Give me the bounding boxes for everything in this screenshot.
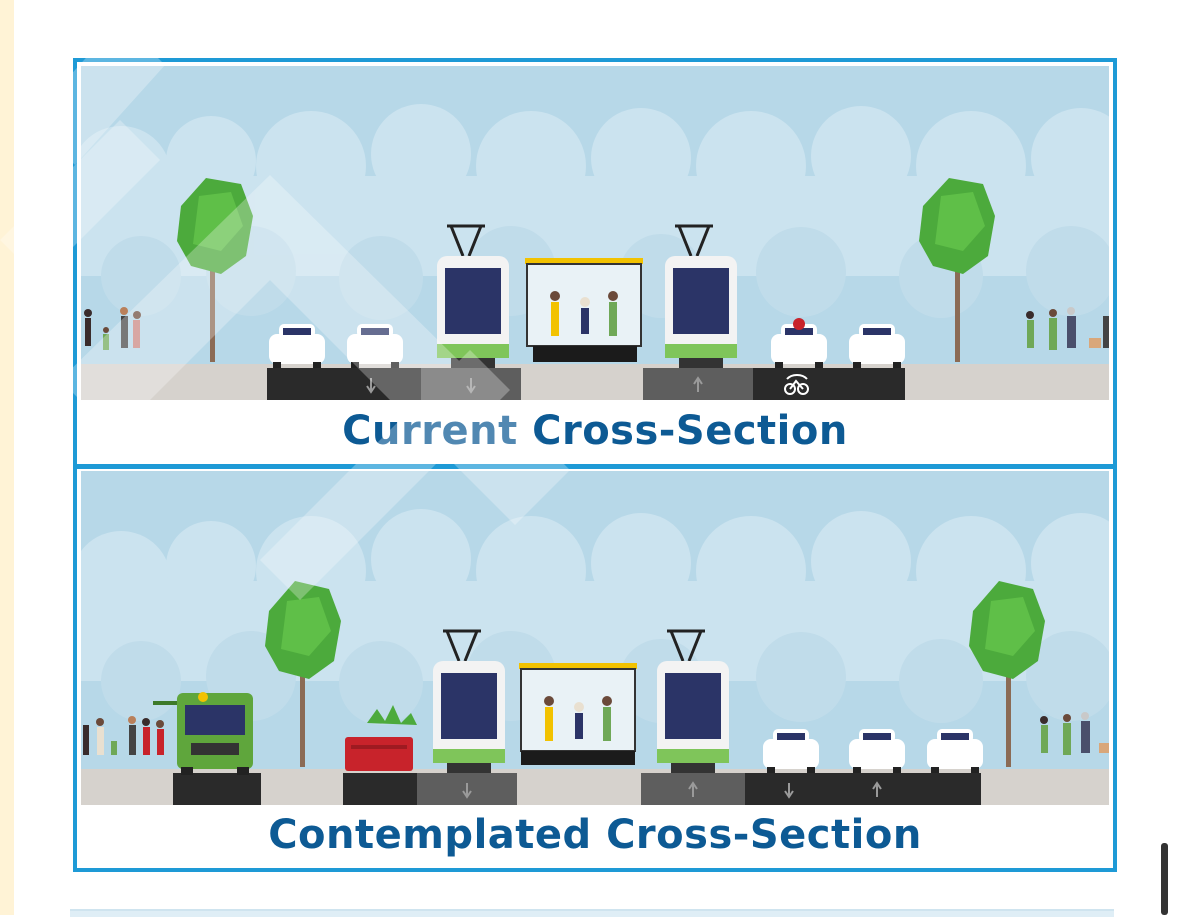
lane-arrow-icon <box>462 781 882 799</box>
scrollbar-thumb[interactable] <box>1161 843 1168 915</box>
cross-section-figure: Current Cross-Section <box>73 58 1117 872</box>
tram-icon <box>433 629 505 773</box>
tree-icon <box>265 581 341 767</box>
tram-icon <box>437 224 509 368</box>
pedestrian-icon <box>84 307 141 350</box>
planter-strip <box>343 773 417 805</box>
tree-icon <box>969 581 1045 767</box>
transit-shelter-icon <box>525 258 643 362</box>
page-edge-strip <box>0 0 14 915</box>
pedestrian-icon <box>1026 307 1109 350</box>
transit-shelter-icon <box>519 663 637 765</box>
contemplated-cross-section-title: Contemplated Cross-Section <box>268 812 922 858</box>
bicycle-icon <box>784 374 809 395</box>
tree-icon <box>177 178 253 362</box>
car-icon <box>347 324 403 368</box>
car-icon <box>763 729 819 773</box>
section-divider <box>77 464 1113 469</box>
pedestrian-icon <box>1040 712 1109 755</box>
car-icon <box>771 318 827 368</box>
tram-icon <box>665 224 737 368</box>
food-truck-icon <box>153 692 253 775</box>
contemplated-cross-section-illustration <box>81 471 1109 805</box>
current-street-scene <box>81 66 1109 400</box>
current-cross-section-title: Current Cross-Section <box>342 408 848 454</box>
curb-lane <box>173 773 261 805</box>
planter-icon <box>345 705 417 771</box>
roadway-right <box>753 368 905 400</box>
tree-icon <box>919 178 995 362</box>
lane-arrow-icon <box>366 376 703 394</box>
roadway-right <box>745 773 981 805</box>
car-icon <box>927 729 983 773</box>
car-icon <box>849 729 905 773</box>
next-content-card-edge <box>70 909 1114 917</box>
current-cross-section-illustration <box>81 66 1109 400</box>
car-icon <box>849 324 905 368</box>
tram-icon <box>657 629 729 773</box>
platform-base <box>521 368 643 400</box>
pedestrian-icon <box>83 716 164 755</box>
contemplated-street-scene <box>81 471 1109 805</box>
car-icon <box>269 324 325 368</box>
